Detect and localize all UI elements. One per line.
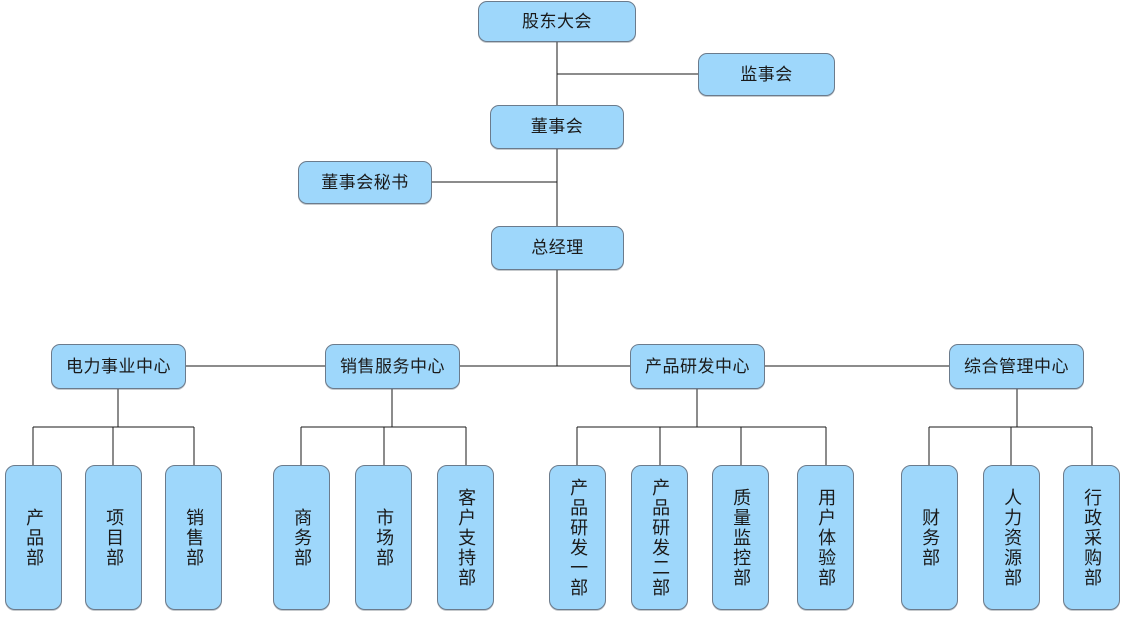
org-node-label: 销售部 [184,507,205,568]
org-node-label: 产品研发一部 [568,477,589,598]
org-node-board-secretary[interactable]: 董事会秘书 [298,161,432,204]
org-node-label: 股东大会 [522,11,592,31]
org-node-customer-support-dept[interactable]: 客户支持部 [437,465,494,610]
org-node-sales-service-center[interactable]: 销售服务中心 [325,344,460,389]
org-node-label: 产品研发中心 [645,356,750,376]
org-node-finance-dept[interactable]: 财务部 [901,465,958,610]
org-node-label: 市场部 [374,507,395,568]
org-node-product-rd-center[interactable]: 产品研发中心 [630,344,765,389]
org-node-label: 总经理 [531,238,584,258]
org-node-label: 产品部 [24,507,45,568]
org-node-shareholders-meeting[interactable]: 股东大会 [478,1,636,42]
org-node-product-rd-second-dept[interactable]: 产品研发二部 [631,465,688,610]
org-node-sales-dept[interactable]: 销售部 [165,465,222,610]
org-node-label: 客户支持部 [456,487,477,588]
org-node-label: 监事会 [740,64,793,84]
org-node-label: 用户体验部 [816,487,837,588]
org-node-board-of-supervisors[interactable]: 监事会 [698,53,835,96]
org-node-label: 综合管理中心 [964,356,1069,376]
org-node-label: 销售服务中心 [340,356,445,376]
org-node-business-dept[interactable]: 商务部 [273,465,330,610]
org-node-project-dept[interactable]: 项目部 [85,465,142,610]
org-node-hr-dept[interactable]: 人力资源部 [983,465,1040,610]
org-node-admin-procurement-dept[interactable]: 行政采购部 [1063,465,1120,610]
org-node-label: 人力资源部 [1002,487,1023,588]
org-node-label: 董事会 [530,117,584,137]
org-node-label: 行政采购部 [1082,487,1103,588]
org-node-power-business-center[interactable]: 电力事业中心 [51,344,186,389]
org-node-label: 董事会秘书 [321,172,409,192]
org-node-label: 电力事业中心 [66,356,171,376]
org-node-label: 项目部 [104,507,125,568]
org-node-label: 质量监控部 [731,487,752,588]
org-node-board-of-directors[interactable]: 董事会 [490,105,624,149]
org-node-general-management-center[interactable]: 综合管理中心 [949,344,1084,389]
org-node-quality-monitoring-dept[interactable]: 质量监控部 [712,465,769,610]
org-node-product-rd-first-dept[interactable]: 产品研发一部 [549,465,606,610]
org-node-market-dept[interactable]: 市场部 [355,465,412,610]
org-node-label: 财务部 [920,507,941,568]
org-node-label: 产品研发二部 [650,477,671,598]
org-node-user-experience-dept[interactable]: 用户体验部 [797,465,854,610]
org-node-label: 商务部 [292,507,313,568]
org-node-general-manager[interactable]: 总经理 [491,226,624,270]
org-node-product-dept[interactable]: 产品部 [5,465,62,610]
